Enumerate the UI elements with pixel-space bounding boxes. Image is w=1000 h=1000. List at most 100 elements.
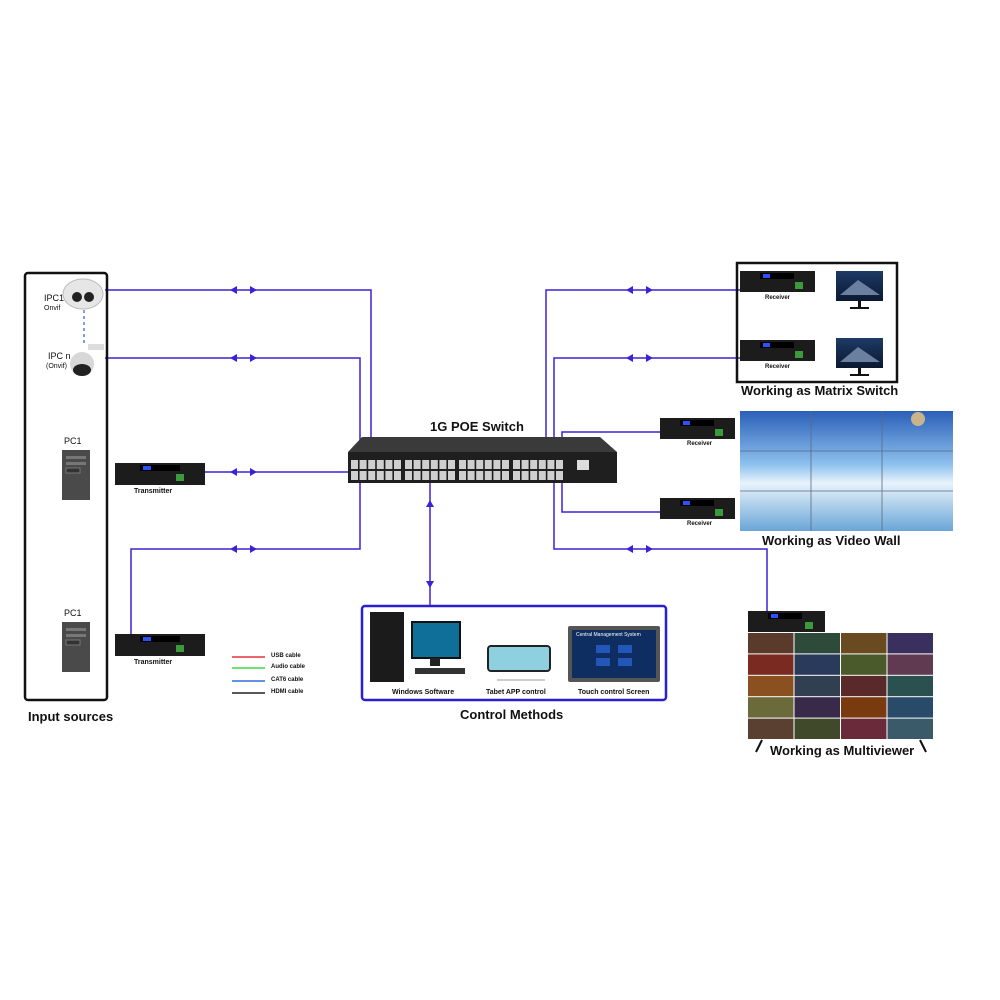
ipcn-label: IPC n xyxy=(48,351,71,361)
pc-label: PC1 xyxy=(64,436,82,446)
switch-port xyxy=(351,460,358,469)
multiviewer-display xyxy=(748,633,933,739)
link-ipcn xyxy=(105,357,361,460)
input-sources-title: Input sources xyxy=(28,709,114,724)
multiviewer-tile xyxy=(794,718,840,739)
arrow-pair xyxy=(230,468,257,476)
switch-port xyxy=(376,471,384,480)
switch-port xyxy=(385,460,393,469)
ipcn-protocol: (Onvif) xyxy=(46,363,67,370)
switch-port xyxy=(394,460,401,469)
switch-port xyxy=(513,460,520,469)
switch-port xyxy=(430,460,438,469)
switch-port xyxy=(413,460,421,469)
switch-port xyxy=(502,460,509,469)
arrow-pair xyxy=(626,354,653,362)
switch-port xyxy=(413,471,421,480)
receiver-label: Receiver xyxy=(765,364,791,370)
switch-port xyxy=(476,460,484,469)
multiviewer-tile xyxy=(748,633,794,654)
switch-port xyxy=(376,460,384,469)
switch-port xyxy=(556,471,563,480)
pc-tower-icon xyxy=(62,450,90,500)
link-transmitter-bottom xyxy=(130,482,361,640)
switch-port xyxy=(502,471,509,480)
transmitter-label: Transmitter xyxy=(134,659,173,666)
link-multiviewer xyxy=(553,482,768,614)
arrow-pair xyxy=(626,545,653,553)
arrow-pair xyxy=(230,545,257,553)
control-methods-title: Control Methods xyxy=(460,707,564,722)
control-item-tablet: Tabet APP control xyxy=(486,689,546,696)
multiviewer-tile xyxy=(887,654,933,675)
receiver-label: Receiver xyxy=(687,441,713,447)
ipc1-protocol: Onvif xyxy=(44,305,61,312)
switch-port xyxy=(467,471,475,480)
multiviewer-tile xyxy=(794,675,840,697)
control-item-windows: Windows Software xyxy=(392,689,455,696)
receiver-label: Receiver xyxy=(687,521,713,527)
switch-port xyxy=(385,471,393,480)
switch-title: 1G POE Switch xyxy=(430,419,524,434)
matrix-switch-frame xyxy=(735,261,899,384)
ipc1-label: IPC1 xyxy=(44,293,65,303)
switch-port xyxy=(368,471,376,480)
arrow-pair xyxy=(230,286,257,294)
switch-port xyxy=(530,471,538,480)
switch-port xyxy=(422,471,430,480)
dome-camera-icon xyxy=(62,278,104,310)
switch-port xyxy=(359,460,367,469)
arrow-pair xyxy=(626,286,653,294)
desktop-computer-icon xyxy=(370,612,465,682)
input-sources-frame xyxy=(23,271,109,702)
multiviewer-tile xyxy=(841,697,887,718)
touch-screen-title: Central Management System xyxy=(576,632,641,638)
tablet-icon xyxy=(487,645,551,681)
multiviewer-tile xyxy=(887,633,933,654)
switch-port xyxy=(521,460,529,469)
switch-port xyxy=(422,460,430,469)
video-wall-title: Working as Video Wall xyxy=(762,533,901,548)
switch-port xyxy=(467,460,475,469)
switch-port xyxy=(556,460,563,469)
switch-port xyxy=(405,471,412,480)
switch-port xyxy=(448,460,455,469)
switch-port xyxy=(351,471,358,480)
switch-port xyxy=(430,471,438,480)
receiver-device xyxy=(748,611,825,632)
transmitter-device xyxy=(115,463,205,485)
switch-port xyxy=(538,460,546,469)
video-wall-display xyxy=(740,411,953,531)
legend-label-usb: USB cable xyxy=(271,653,301,659)
control-item-touch: Touch control Screen xyxy=(578,689,650,696)
multiviewer-tile xyxy=(841,633,887,654)
multiviewer-tile xyxy=(794,697,840,718)
ptz-camera-icon xyxy=(70,344,104,376)
legend-label-hdmi: HDMI cable xyxy=(271,689,304,695)
multiviewer-title: Working as Multiviewer xyxy=(770,743,915,758)
multiviewer-tile xyxy=(887,718,933,739)
control-methods-frame xyxy=(360,604,668,702)
monitor-icon xyxy=(836,271,883,309)
switch-port xyxy=(459,460,466,469)
legend-label-cat6: CAT6 cable xyxy=(271,677,304,683)
multiviewer-tile xyxy=(841,718,887,739)
pc-label: PC1 xyxy=(64,608,82,618)
arrow-pair xyxy=(230,354,257,362)
switch-port xyxy=(394,471,401,480)
poe-switch-device xyxy=(348,437,617,483)
pc-tower-icon xyxy=(62,622,90,672)
monitor-icon xyxy=(836,338,883,376)
switch-port xyxy=(538,471,546,480)
multiviewer-tile xyxy=(887,697,933,718)
switch-port xyxy=(493,460,501,469)
multiviewer-tile xyxy=(748,654,794,675)
link-ipc1 xyxy=(105,289,372,460)
multiviewer-tile xyxy=(748,675,794,697)
switch-port xyxy=(368,460,376,469)
switch-port xyxy=(439,471,447,480)
receiver-device xyxy=(660,498,735,519)
switch-port xyxy=(547,471,555,480)
link-matrix-top xyxy=(545,289,740,460)
receiver-label: Receiver xyxy=(765,295,791,301)
